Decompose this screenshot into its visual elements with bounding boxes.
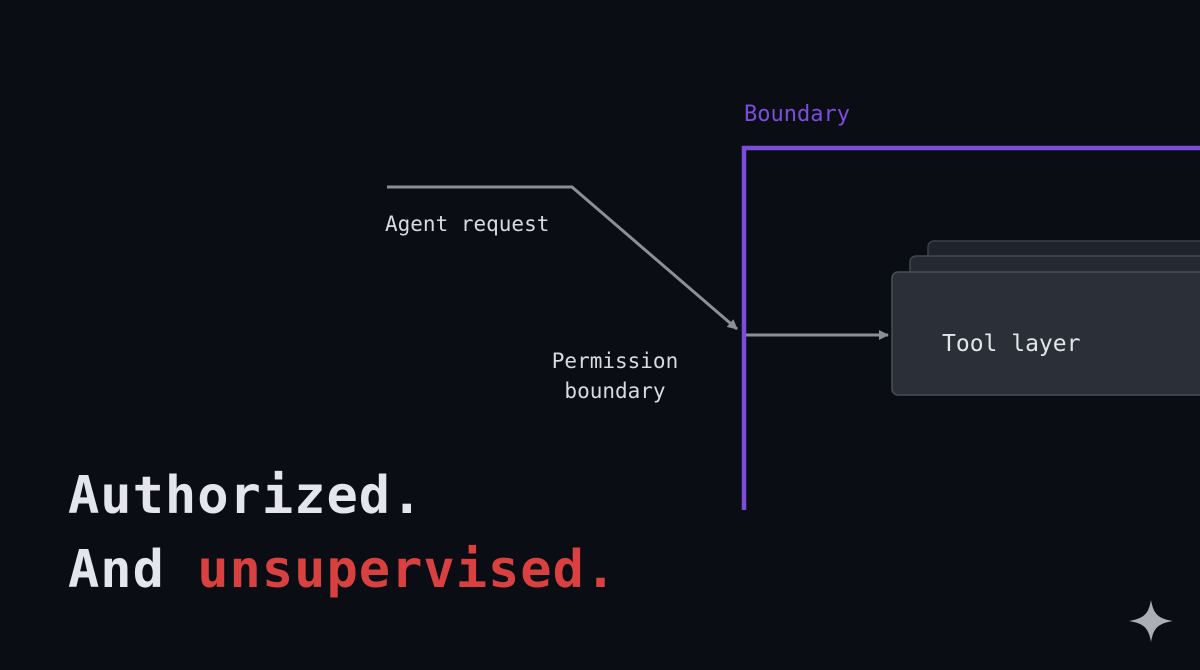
agent-request-label: Agent request: [385, 212, 550, 236]
permission-boundary-label-line2: boundary: [564, 379, 666, 403]
boundary-label: Boundary: [744, 102, 850, 127]
tool-layer-label: Tool layer: [942, 331, 1081, 357]
permission-boundary-label: Permission boundary: [520, 346, 710, 406]
sparkle-icon: [1129, 600, 1173, 642]
headline-line-1: Authorized.: [68, 466, 424, 526]
headline-prefix: And: [68, 540, 198, 600]
agent-request-arrow: [387, 185, 738, 331]
permission-boundary-label-line1: Permission: [551, 349, 679, 373]
headline-emphasis: unsupervised.: [197, 540, 618, 600]
permission-boundary-line: [741, 145, 1200, 510]
tool-card-front: [891, 271, 1200, 396]
headline-line-2: And unsupervised.: [68, 540, 617, 600]
